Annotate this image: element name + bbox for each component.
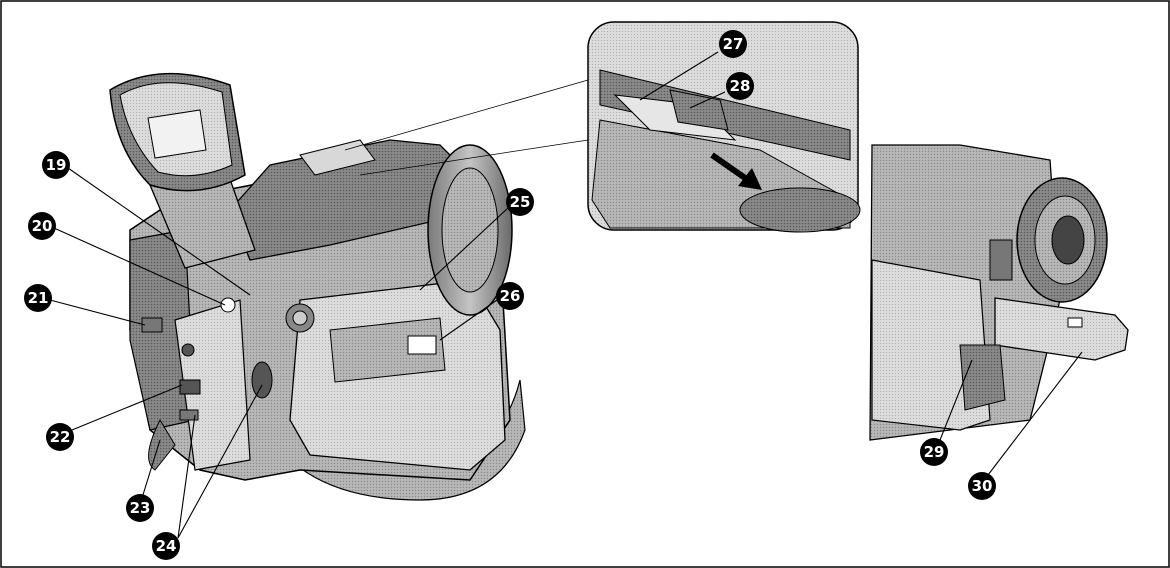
callout-20: 20 — [28, 212, 56, 240]
leader-lines — [49, 51, 1083, 539]
callout-22: 22 — [46, 423, 74, 451]
callout-27-label: 27 — [723, 35, 744, 53]
callout-23-label: 23 — [130, 499, 151, 517]
callout-25-label: 25 — [510, 193, 531, 211]
callout-23: 23 — [126, 494, 154, 522]
callout-26-label: 26 — [500, 287, 521, 305]
callout-22-label: 22 — [50, 428, 71, 446]
callout-28: 28 — [726, 72, 754, 100]
callout-24-label: 24 — [156, 537, 177, 555]
callout-28-label: 28 — [730, 77, 751, 95]
callout-29: 29 — [920, 438, 948, 466]
callout-26: 26 — [496, 282, 524, 310]
camcorder-side-illustration — [869, 144, 1129, 441]
camcorder-main-illustration — [109, 72, 526, 501]
callouts: 19 20 21 22 23 24 25 26 27 28 29 30 — [24, 30, 996, 560]
callout-30: 30 — [968, 472, 996, 500]
callout-29-label: 29 — [924, 443, 945, 461]
callout-21: 21 — [24, 284, 52, 312]
callout-19: 19 — [42, 151, 70, 179]
callout-27: 27 — [719, 30, 747, 58]
callout-20-label: 20 — [32, 217, 53, 235]
callout-19-label: 19 — [46, 156, 67, 174]
inset-battery-release-detail — [344, 21, 861, 233]
callout-25: 25 — [506, 188, 534, 216]
callout-30-label: 30 — [972, 477, 993, 495]
callout-21-label: 21 — [28, 289, 49, 307]
callout-24: 24 — [152, 532, 180, 560]
